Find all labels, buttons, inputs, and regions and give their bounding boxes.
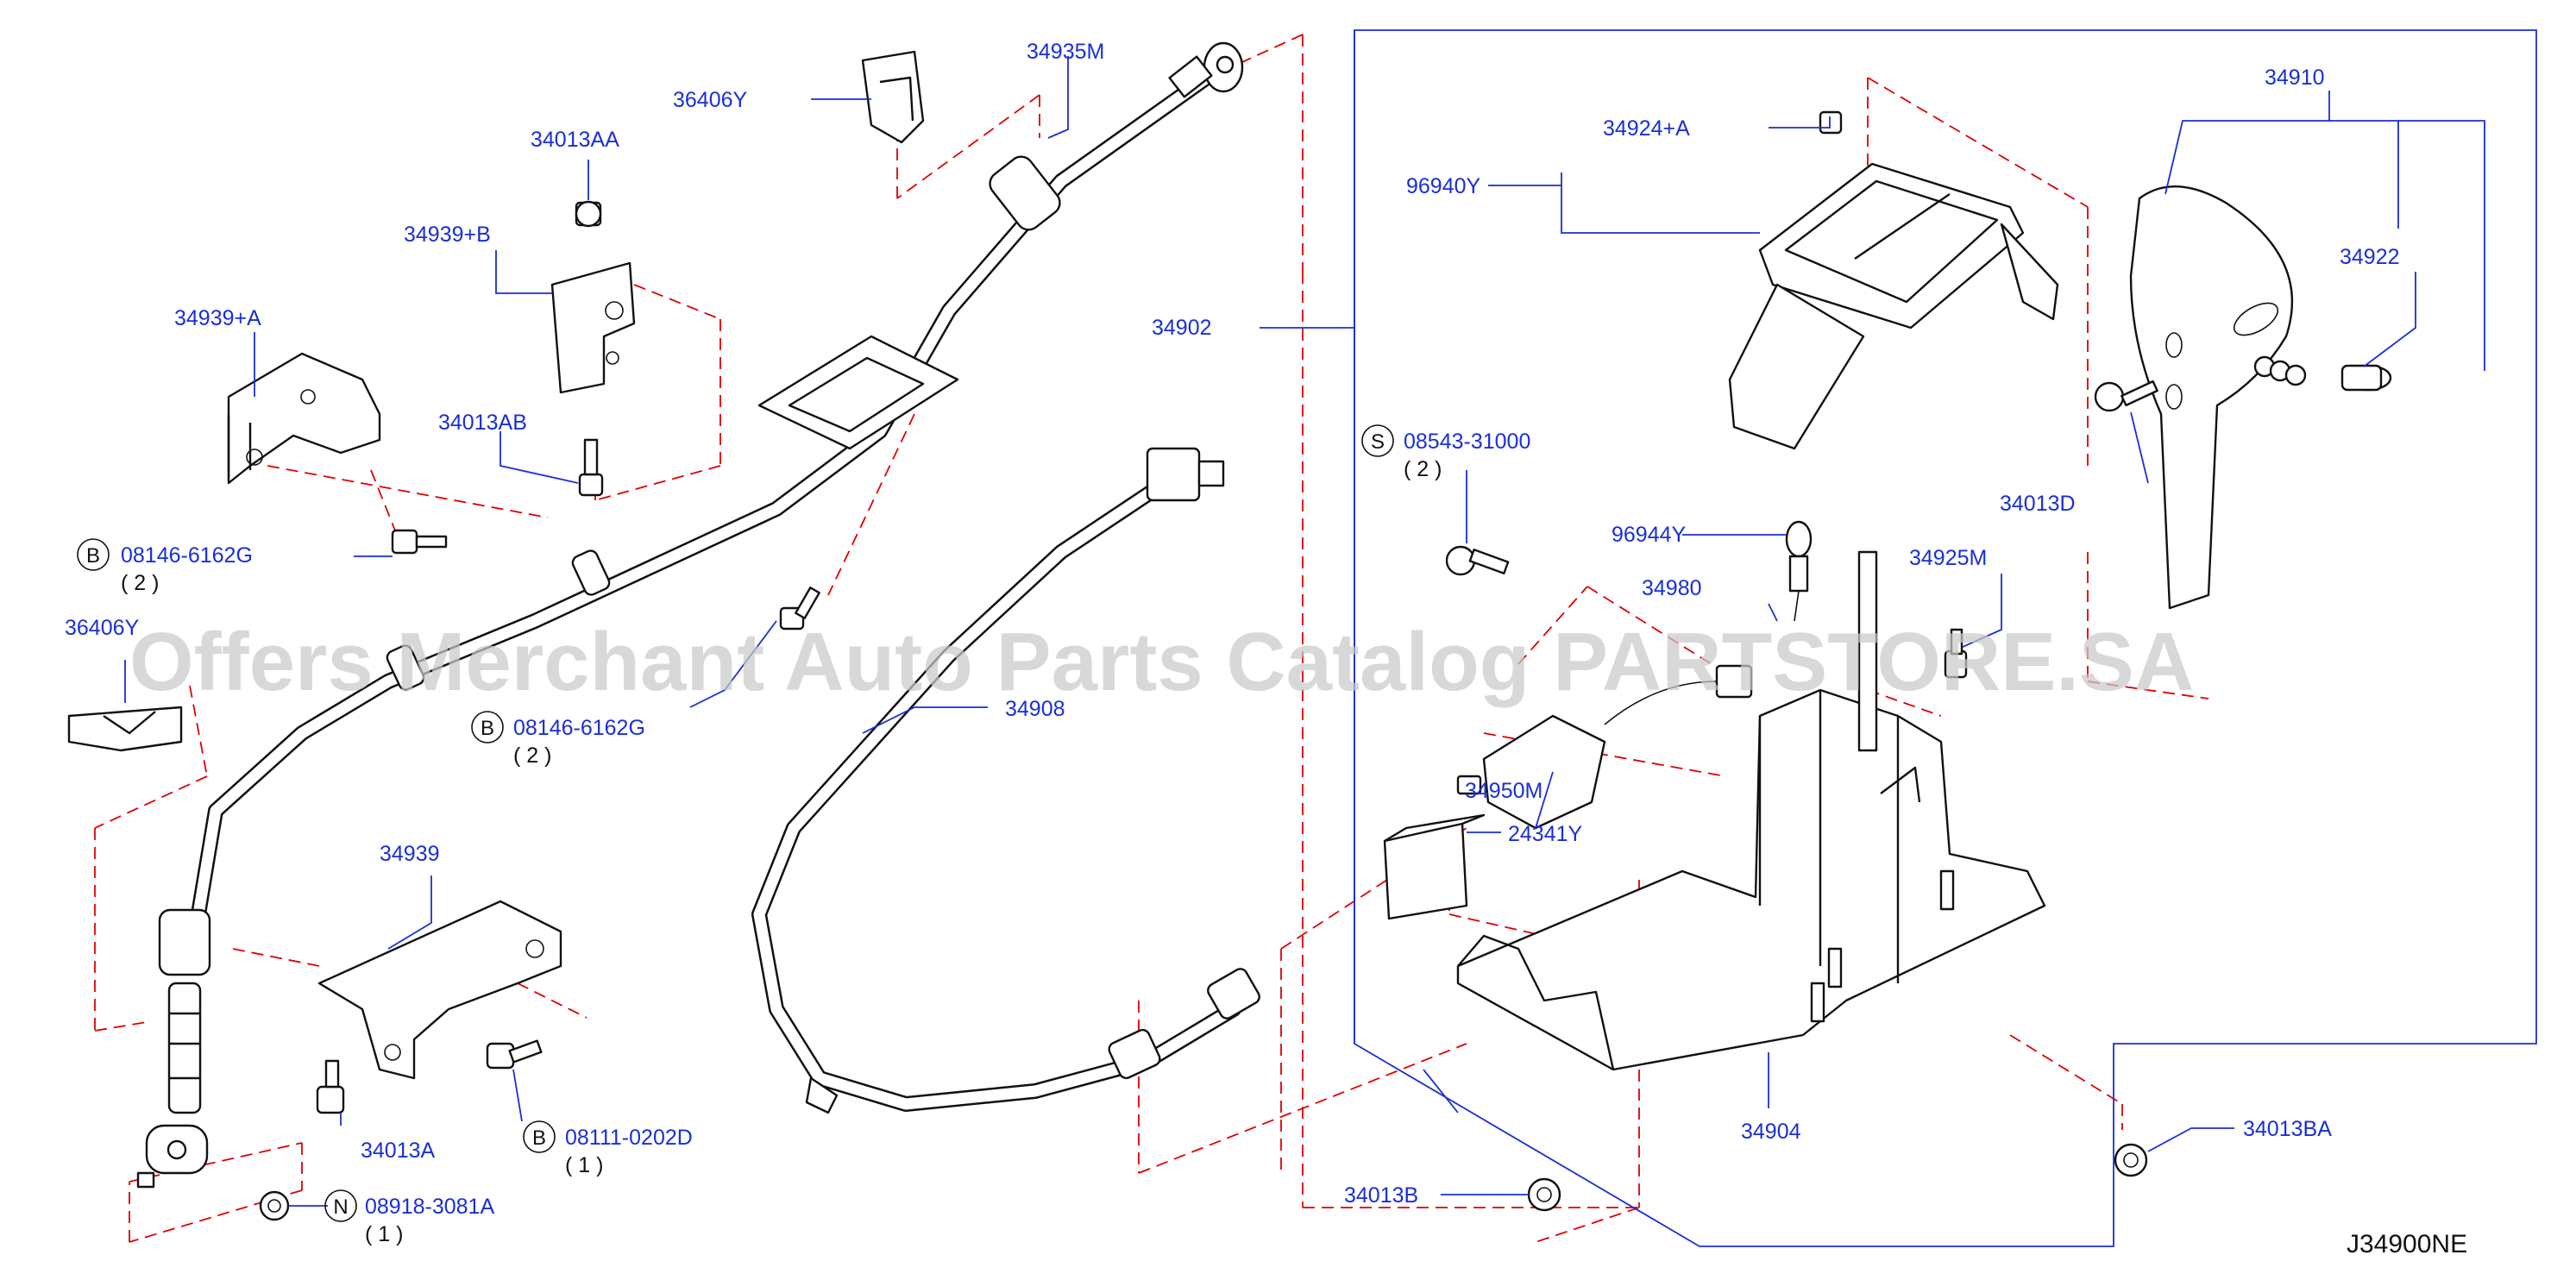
bolt-34013a xyxy=(316,1059,345,1114)
lamp-34924a xyxy=(1819,110,1843,135)
label-34013ba: 34013BA xyxy=(2243,1117,2332,1141)
label-08146-mid: 08146-6162G xyxy=(513,716,645,740)
indicator-panel-96940y xyxy=(1728,162,2059,450)
qty-08146-top: ( 2 ) xyxy=(121,571,159,595)
screw-34013d xyxy=(2094,380,2158,412)
bolt-08111 xyxy=(486,1039,543,1070)
spring-34922 xyxy=(2253,355,2307,386)
svg-text:B: B xyxy=(86,544,100,568)
label-34013b: 34013B xyxy=(1344,1183,1418,1208)
qty-08111: ( 1 ) xyxy=(565,1153,603,1177)
solenoid-34925m xyxy=(1944,628,1968,679)
label-34924a: 34924+A xyxy=(1603,116,1690,141)
svg-text:B: B xyxy=(532,1126,546,1150)
harness-34980 xyxy=(1604,664,1753,725)
label-34935m: 34935M xyxy=(1027,40,1104,64)
clip-36406y-top xyxy=(861,50,925,144)
label-34950m: 34950M xyxy=(1465,779,1542,803)
qty-08918: ( 1 ) xyxy=(365,1222,403,1246)
label-34939b: 34939+B xyxy=(404,223,491,247)
label-34013aa: 34013AA xyxy=(531,128,619,152)
assembly-boundary-box xyxy=(1354,29,2537,1247)
nut-34013ba xyxy=(2114,1143,2148,1177)
label-24341y: 24341Y xyxy=(1508,822,1583,846)
bracket-34939 xyxy=(317,900,562,1080)
clip-36406y-left xyxy=(67,706,183,752)
shift-cable-34935m xyxy=(136,41,1244,1189)
bolt-08543 xyxy=(1445,545,1510,576)
label-08111: 08111-0202D xyxy=(565,1126,693,1150)
prefix-symbol-b-bottom: B xyxy=(523,1120,556,1153)
position-switch-34950m xyxy=(1456,714,1606,830)
bolt-08146-top xyxy=(391,529,448,555)
nut-34013b xyxy=(1527,1177,1561,1212)
qty-08543: ( 2 ) xyxy=(1404,457,1442,481)
label-08918: 08918-3081A xyxy=(365,1195,494,1219)
nut-08918 xyxy=(259,1190,290,1221)
shift-cable-34908 xyxy=(751,447,1260,1114)
nut-34013aa xyxy=(575,200,602,228)
diagram-reference-code: J34900NE xyxy=(2347,1230,2467,1258)
prefix-symbol-s: S xyxy=(1361,424,1394,457)
label-08543: 08543-31000 xyxy=(1404,430,1530,454)
label-34939: 34939 xyxy=(380,842,440,866)
interlock-24341y xyxy=(1383,813,1486,920)
qty-08146-mid: ( 2 ) xyxy=(513,744,551,768)
watermark-text: Offers Merchant Auto Parts Catalog PARTS… xyxy=(129,616,2194,708)
bolt-34013ab xyxy=(578,438,604,497)
label-08146-top: 08146-6162G xyxy=(121,543,253,568)
base-34904 xyxy=(1456,550,2046,1071)
label-34922: 34922 xyxy=(2340,245,2400,269)
label-96940y: 96940Y xyxy=(1406,174,1481,198)
prefix-symbol-b-mid: B xyxy=(471,711,504,744)
leader-lines xyxy=(124,56,2485,1207)
label-96944y: 96944Y xyxy=(1612,523,1687,547)
svg-text:B: B xyxy=(481,717,494,740)
label-34910: 34910 xyxy=(2265,66,2325,90)
label-34925m: 34925M xyxy=(1909,546,1987,570)
prefix-symbol-n: N xyxy=(324,1189,357,1222)
label-34908: 34908 xyxy=(1005,697,1065,721)
label-34013d: 34013D xyxy=(2000,492,2076,516)
label-34904: 34904 xyxy=(1741,1120,1801,1144)
label-34013a: 34013A xyxy=(361,1139,436,1163)
knob-button-34922 xyxy=(2340,364,2392,392)
bracket-34939b xyxy=(550,201,636,394)
prefix-symbol-b-top: B xyxy=(77,538,110,571)
bolt-08146-mid xyxy=(779,587,820,631)
label-36406y-top: 36406Y xyxy=(673,88,748,112)
bracket-34939a xyxy=(227,352,381,485)
label-34902: 34902 xyxy=(1152,316,1212,340)
svg-text:S: S xyxy=(1371,430,1385,454)
shift-knob-34910 xyxy=(2129,185,2293,610)
studs-34904 xyxy=(1810,869,1955,1023)
svg-text:N: N xyxy=(333,1195,348,1219)
bulb-96944y xyxy=(1785,520,1813,622)
label-34013ab: 34013AB xyxy=(438,411,527,435)
part-labels: 34935M 36406Y 34013AA 34939+B 34939+A 34… xyxy=(65,40,2400,1246)
label-36406y-left: 36406Y xyxy=(65,616,140,640)
label-34939a: 34939+A xyxy=(174,306,261,330)
label-34980: 34980 xyxy=(1642,576,1702,600)
